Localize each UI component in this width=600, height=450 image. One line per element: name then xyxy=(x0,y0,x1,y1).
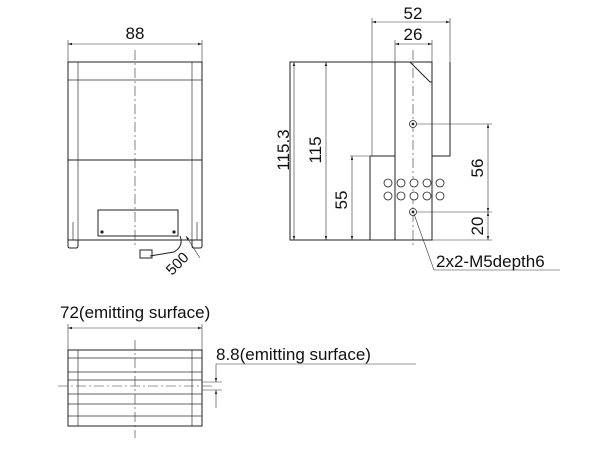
side-height1153-label: 115.3 xyxy=(274,129,293,170)
cable-length-leader xyxy=(185,235,201,259)
vent-hole xyxy=(383,178,393,188)
side-height115-label: 115 xyxy=(306,136,325,163)
front-foot-left xyxy=(67,240,79,249)
side-chamfer xyxy=(395,61,432,83)
front-screw-left xyxy=(100,230,104,234)
front-cable xyxy=(149,235,182,257)
front-view: 88 500 xyxy=(67,24,203,279)
front-cable-plug xyxy=(139,249,153,259)
bottom-view: 72(emitting surface) 8.8(emitting surfac… xyxy=(58,303,416,438)
vent-hole xyxy=(435,191,445,201)
mount-hole-lower-center xyxy=(411,210,415,214)
side-view: 52 26 115.3 115 55 xyxy=(274,4,560,271)
emit-width-label: 72(emitting surface) xyxy=(60,303,210,322)
front-connector-box xyxy=(97,209,179,237)
vent-hole xyxy=(409,178,419,188)
front-width-label: 88 xyxy=(126,24,145,43)
mount-hole-upper-center xyxy=(411,122,415,126)
vent-hole xyxy=(396,191,406,201)
vent-holes xyxy=(383,178,445,201)
side-width26-label: 26 xyxy=(404,25,423,44)
hole-note-label: 2x2-M5depth6 xyxy=(436,252,545,271)
front-screw-right xyxy=(172,230,176,234)
side-body-right xyxy=(395,61,451,157)
vent-hole xyxy=(435,178,445,188)
vent-hole xyxy=(422,178,432,188)
hole-bottom-label: 20 xyxy=(468,217,487,236)
side-height55-label: 55 xyxy=(332,191,351,210)
vent-hole xyxy=(409,191,419,201)
hole-spacing-label: 56 xyxy=(468,159,487,178)
vent-hole xyxy=(383,191,393,201)
emit-height-label: 8.8(emitting surface) xyxy=(216,345,371,364)
front-foot-right xyxy=(191,240,203,249)
vent-hole xyxy=(422,191,432,201)
hole-note-leader xyxy=(413,213,560,271)
side-width52-label: 52 xyxy=(404,4,423,23)
vent-hole xyxy=(396,178,406,188)
